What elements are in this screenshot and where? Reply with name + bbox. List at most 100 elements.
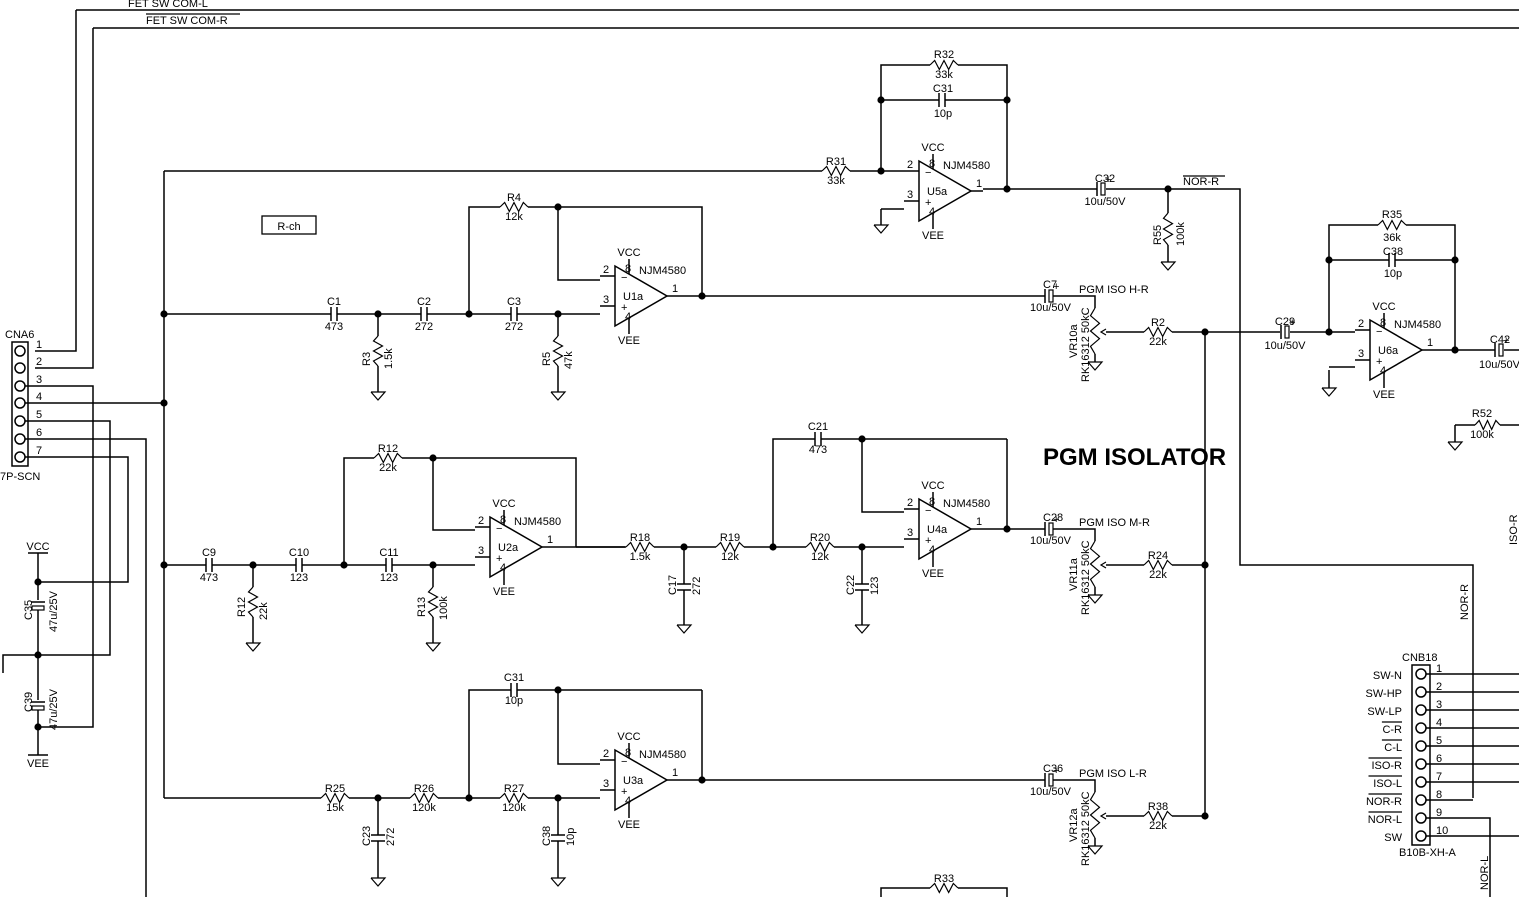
resistor-symbol [1377, 219, 1407, 231]
pin-number: 1 [547, 534, 553, 546]
component-value: 22k [379, 462, 397, 474]
wire [468, 206, 500, 314]
component-ref: C35 [23, 600, 35, 620]
pin-number: 3 [1436, 699, 1442, 711]
component-ref: C31 [504, 672, 524, 684]
ground-icon [1087, 361, 1104, 371]
junction-dot [877, 96, 885, 104]
component-value: 12k [721, 551, 739, 563]
part-number: NJM4580 [639, 749, 686, 761]
component-ref: R31 [826, 156, 846, 168]
component-value: 10u/50V [1085, 196, 1127, 208]
pin-number: 8 [625, 263, 631, 275]
resistor-symbol [929, 882, 959, 894]
junction-dot [554, 203, 562, 211]
junction-dot [374, 310, 382, 318]
junction-dot [698, 776, 706, 784]
section-title: PGM ISOLATOR [1043, 444, 1226, 471]
component-value: 10u/50V [1479, 359, 1519, 371]
vee-label: VEE [618, 335, 640, 347]
wire [557, 207, 600, 281]
noninverting-symbol: + [621, 302, 627, 314]
junction-dot [1451, 346, 1459, 354]
capacitor-plate [1284, 325, 1290, 339]
component-value: 33k [827, 175, 845, 187]
connector-pin-icon [1415, 794, 1427, 806]
net-label: NOR-R [1459, 584, 1471, 620]
component-ref: R12 [236, 597, 248, 617]
vee-label: VEE [922, 568, 944, 580]
connector-pin-icon [14, 345, 26, 357]
component-ref: R35 [1382, 209, 1402, 221]
wire [468, 689, 500, 798]
component-ref: VR11a [1068, 557, 1080, 591]
pot-part: RK16312 50kC [1080, 307, 1092, 382]
wire [1406, 224, 1456, 350]
net-label: NOR-R [1183, 176, 1219, 188]
pin-signal: SW-HP [1366, 688, 1402, 700]
pin-number: 2 [36, 356, 42, 368]
ground-icon [370, 877, 387, 887]
vee-label: VEE [27, 758, 49, 770]
wire [557, 690, 600, 765]
pin-number: 6 [1436, 753, 1442, 765]
wire [343, 457, 374, 565]
junction-dot [34, 651, 42, 659]
part-number: NJM4580 [514, 516, 561, 528]
polarity-plus: + [1053, 765, 1059, 777]
pin-signal: ISO-L [1373, 778, 1402, 790]
channel-tag [261, 215, 317, 235]
wire [1053, 779, 1096, 792]
pin-signal: NOR-R [1366, 796, 1402, 808]
wire [958, 64, 1008, 189]
component-value: 272 [385, 828, 397, 846]
component-ref: C10 [289, 547, 309, 559]
component-value: 473 [809, 444, 827, 456]
connector-pin-icon [1415, 704, 1427, 716]
pin-number: 4 [625, 311, 631, 323]
component-value: 473 [200, 572, 218, 584]
wire [25, 438, 147, 897]
vee-label: VEE [618, 819, 640, 831]
component-ref: U4a [927, 524, 948, 536]
component-ref: R3 [361, 352, 373, 366]
pin-number: 4 [1380, 365, 1386, 377]
pin-signal: ISO-R [1371, 760, 1402, 772]
component-ref: R26 [414, 783, 434, 795]
component-value: 15k [326, 802, 344, 814]
pin-number: 2 [907, 159, 913, 171]
junction-dot [249, 561, 257, 569]
resistor-symbol [929, 59, 959, 71]
component-ref: R2 [1151, 317, 1165, 329]
component-ref: R5 [541, 352, 553, 366]
component-ref: R52 [1472, 408, 1492, 420]
connector-pin-icon [1415, 686, 1427, 698]
ground-icon [425, 642, 442, 652]
resistor-r25: R25 15k [164, 783, 378, 814]
resistor-symbol [805, 541, 835, 553]
pin-number: 1 [672, 283, 678, 295]
pin-number: 1 [672, 767, 678, 779]
net-label: PGM ISO M-R [1079, 517, 1150, 529]
junction-dot [1003, 96, 1011, 104]
polarity-plus: + [1105, 174, 1111, 186]
component-ref: VR12a [1068, 807, 1080, 842]
component-ref: C23 [361, 826, 373, 846]
resistor-r31: R31 33k [820, 156, 881, 187]
component-value: 120k [502, 802, 526, 814]
component-ref: R25 [325, 783, 345, 795]
connector-cnb18: CNB181SW-N2SW-HP3SW-LP4C-R5C-L6ISO-R7ISO… [1366, 652, 1519, 897]
junction-dot [1325, 256, 1333, 264]
component-ref: R4 [507, 192, 521, 204]
wire [880, 887, 930, 897]
